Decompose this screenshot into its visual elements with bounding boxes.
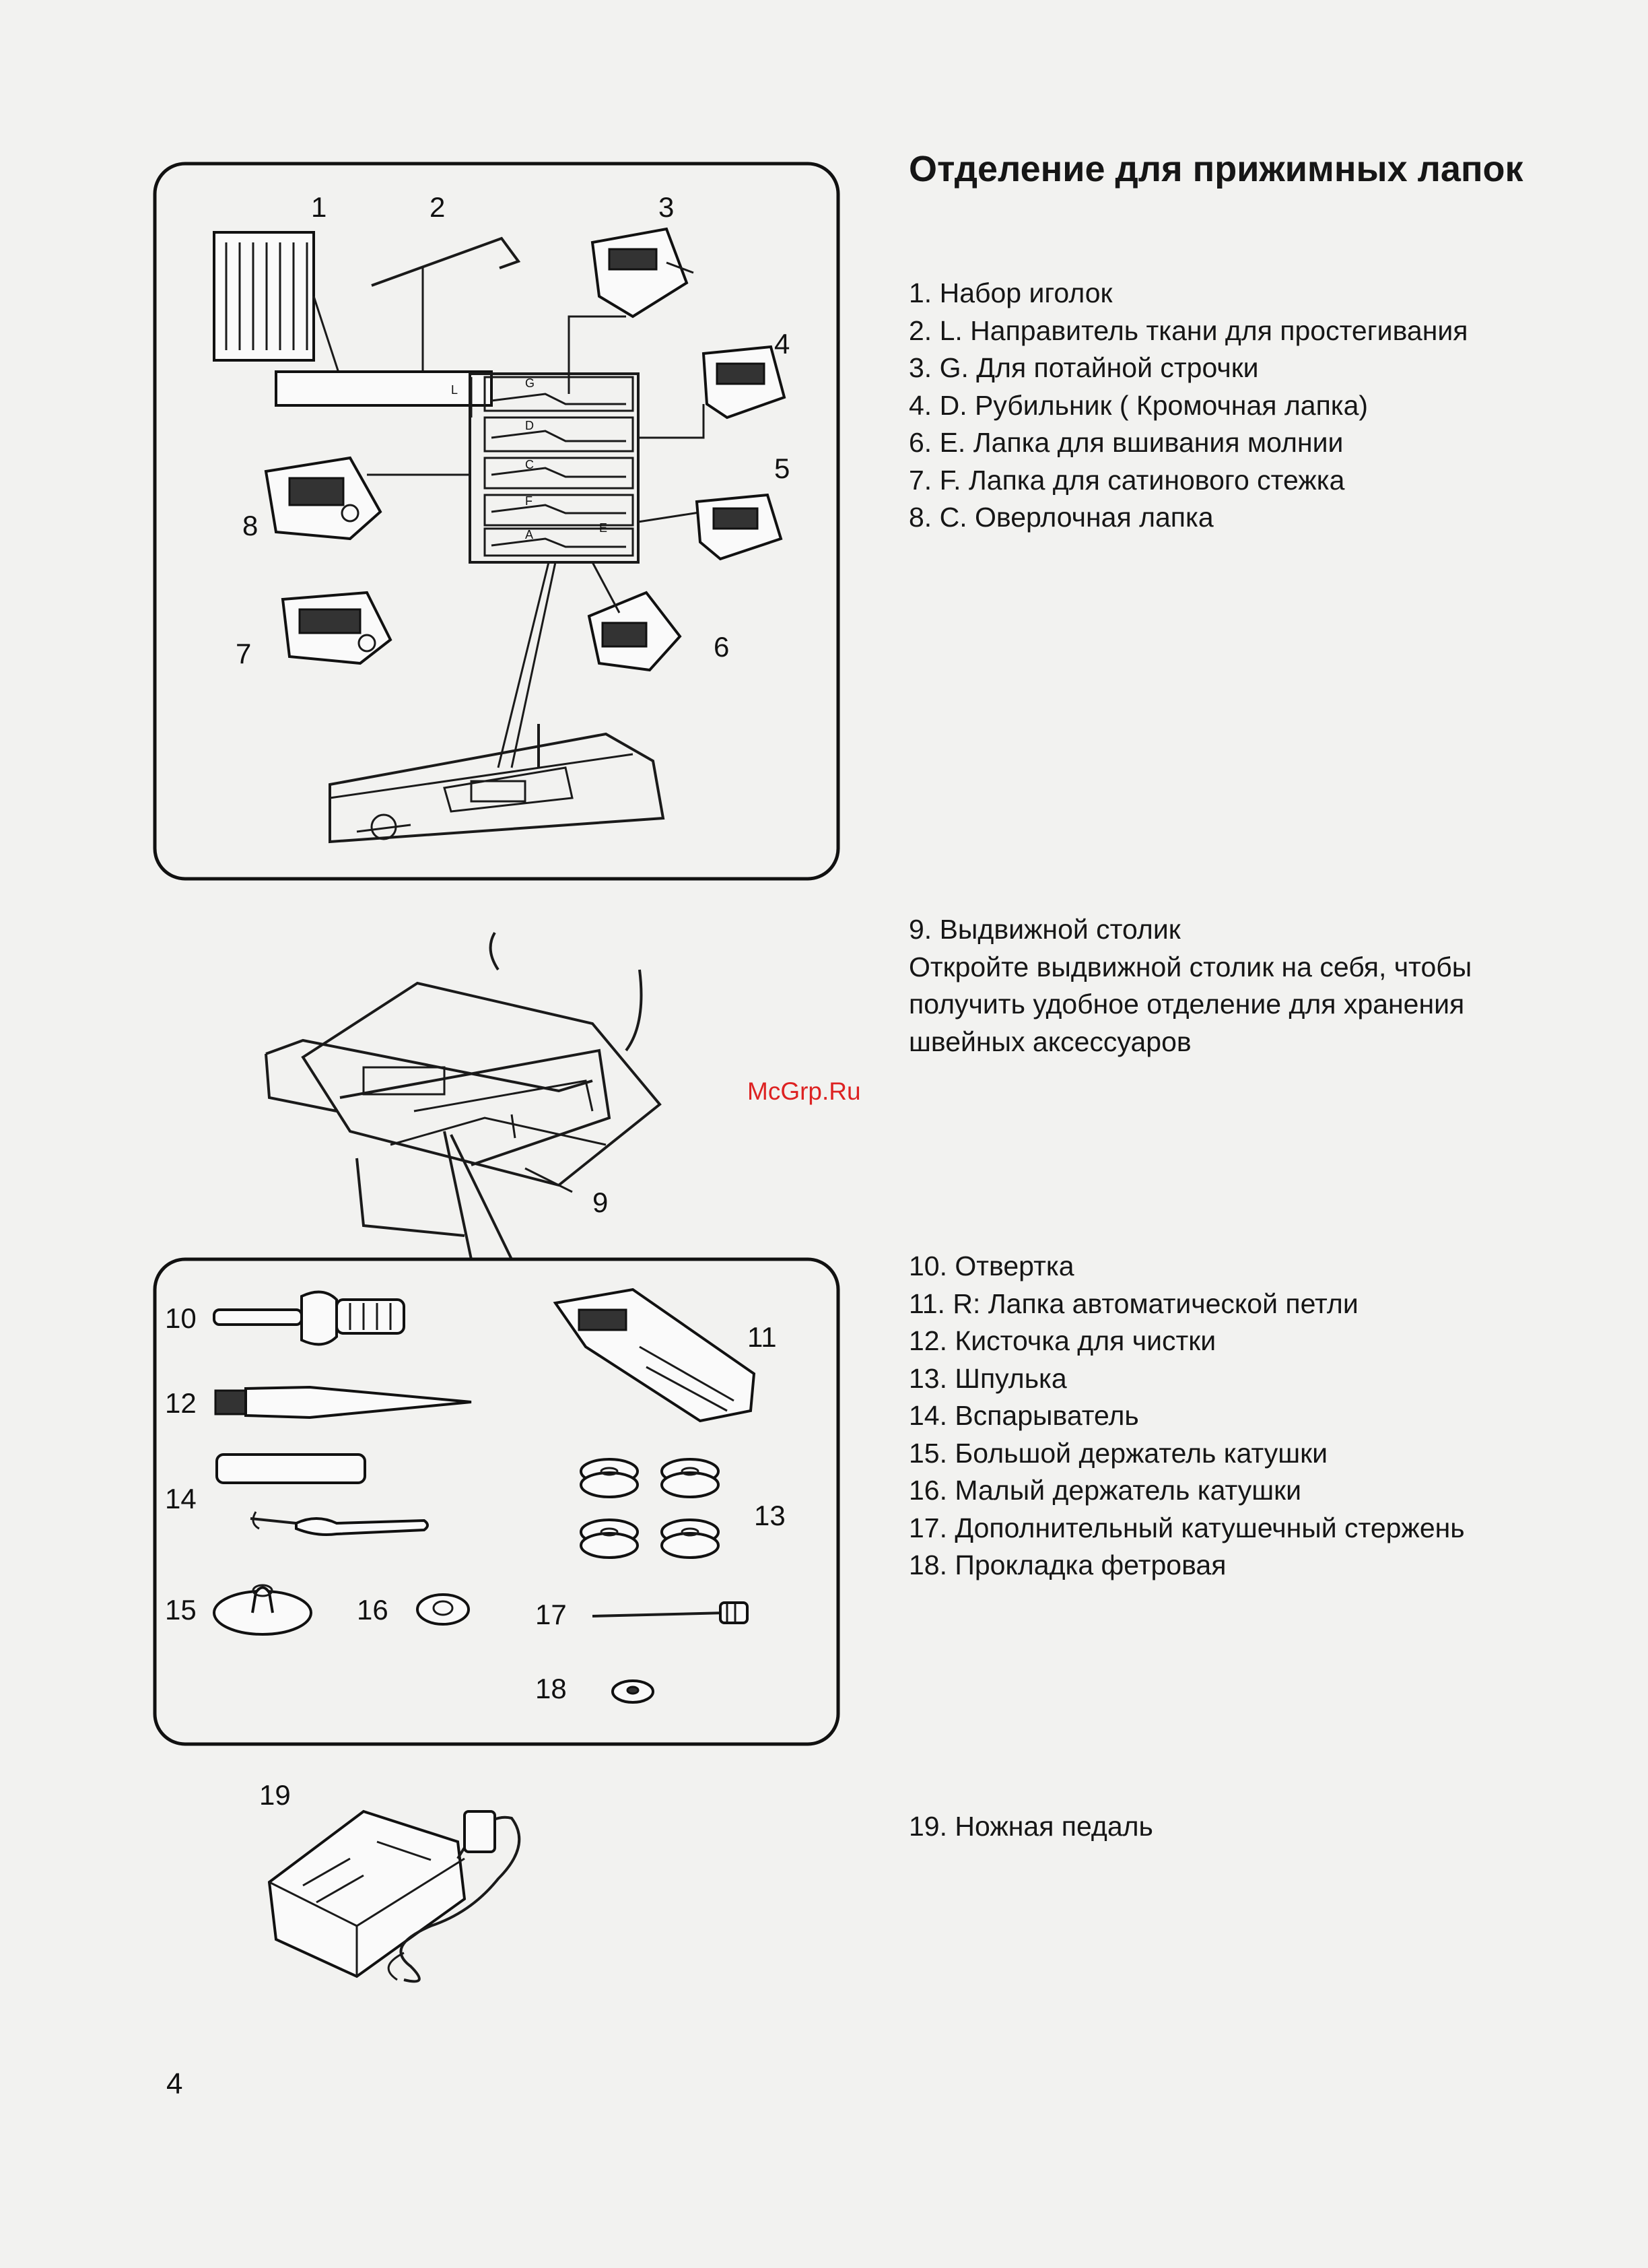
satin-stitch-foot — [281, 591, 392, 665]
label-19: 19 — [259, 1779, 291, 1811]
label-8: 8 — [242, 510, 258, 541]
tray-letter-d: D — [525, 419, 534, 432]
list-item: 11. R: Лапка автоматической петли — [909, 1288, 1359, 1319]
spool-pin — [592, 1601, 749, 1624]
label-7: 7 — [236, 638, 251, 669]
tray-letter-c: C — [525, 458, 534, 471]
zipper-foot — [587, 591, 682, 672]
presser-feet-figure: G D C F E A L — [153, 162, 840, 881]
small-spool-holder — [416, 1593, 470, 1626]
label-17: 17 — [535, 1599, 567, 1630]
list-item: 13. Шпулька — [909, 1362, 1067, 1394]
edge-cutter-foot — [701, 345, 786, 420]
list-item: 17. Дополнительный катушечный стержень — [909, 1512, 1465, 1543]
tray-letter-g: G — [525, 376, 535, 390]
overlock-foot — [264, 456, 382, 541]
seam-ripper-cap — [215, 1453, 366, 1484]
large-spool-holder — [213, 1584, 312, 1636]
label-1: 1 — [311, 191, 327, 223]
list-item: 6. E. Лапка для вшивания молнии — [909, 427, 1344, 458]
list-item: 7. F. Лапка для сатинового стежка — [909, 464, 1345, 496]
accessories-list: 10. Отвертка 11. R: Лапка автоматической… — [909, 1248, 1582, 1585]
list-item: 18. Прокладка фетровая — [909, 1549, 1227, 1580]
list-item: 3. G. Для потайной строчки — [909, 352, 1259, 383]
label-14: 14 — [165, 1483, 197, 1514]
bobbins — [580, 1458, 720, 1559]
presser-feet-list: 1. Набор иголок 2. L. Направитель ткани … — [909, 275, 1582, 537]
label-11: 11 — [747, 1321, 777, 1353]
tray-letter-l: L — [451, 383, 458, 397]
list-item: 19. Ножная педаль — [909, 1811, 1153, 1842]
list-item: 14. Вспарыватель — [909, 1400, 1139, 1431]
list-item: 10. Отвертка — [909, 1250, 1074, 1281]
foot-pedal-figure: 19 — [259, 1779, 521, 1983]
label-18: 18 — [535, 1673, 567, 1704]
screwdriver — [213, 1290, 405, 1346]
list-item: 12. Кисточка для чистки — [909, 1325, 1216, 1356]
list-item: 2. L. Направитель ткани для простегивани… — [909, 314, 1468, 346]
list-item: 8. С. Оверлочная лапка — [909, 502, 1214, 533]
pedal-list: 19. Ножная педаль — [909, 1808, 1582, 1846]
felt-pad — [611, 1679, 654, 1704]
accessories-figure: 10 11 12 13 14 15 16 17 18 — [153, 1257, 840, 1746]
label-4: 4 — [774, 328, 790, 360]
list-item: 16. Малый держатель катушки — [909, 1475, 1301, 1506]
tray-letter-a: A — [525, 528, 533, 541]
list-item: 15. Большой держатель катушки — [909, 1437, 1328, 1469]
label-13: 13 — [754, 1500, 786, 1531]
label-12: 12 — [165, 1387, 197, 1419]
tray-letter-e: E — [599, 521, 607, 535]
label-6: 6 — [714, 631, 729, 663]
list-item: 4. D. Рубильник ( Кромочная лапка) — [909, 389, 1369, 421]
quilting-guide — [371, 236, 521, 287]
blind-stitch-foot — [590, 227, 694, 319]
page-title: Отделение для прижимных лапок — [909, 149, 1523, 189]
seam-ripper — [250, 1511, 429, 1536]
label-10: 10 — [165, 1302, 197, 1334]
buttonhole-foot — [553, 1288, 756, 1423]
extension-table-text: 9. Выдвижной столик Откройте выдвижной с… — [909, 911, 1582, 1061]
extension-table-figure: 9 — [265, 931, 662, 1260]
feet-tray: G D C F E A L — [451, 372, 640, 564]
label-16: 16 — [357, 1594, 388, 1626]
machine-bed — [329, 724, 665, 844]
lint-brush — [214, 1385, 472, 1420]
guide-bar — [275, 370, 493, 407]
watermark: McGrp.Ru — [747, 1077, 861, 1105]
tray-letter-f: F — [525, 494, 533, 508]
satin-foot-5 — [695, 493, 783, 561]
extension-table-heading: 9. Выдвижной столик — [909, 914, 1181, 945]
bottom-panel-frame — [153, 1257, 840, 1746]
extension-table-description: Откройте выдвижной столик на себя, чтобы… — [909, 951, 1472, 1057]
label-2: 2 — [430, 191, 445, 223]
list-item: 1. Набор иголок — [909, 277, 1113, 308]
label-5: 5 — [774, 453, 790, 484]
top-panel-frame — [153, 162, 840, 881]
label-3: 3 — [658, 191, 674, 223]
label-9: 9 — [592, 1187, 608, 1218]
label-15: 15 — [165, 1594, 197, 1626]
page-number: 4 — [166, 2067, 183, 2100]
